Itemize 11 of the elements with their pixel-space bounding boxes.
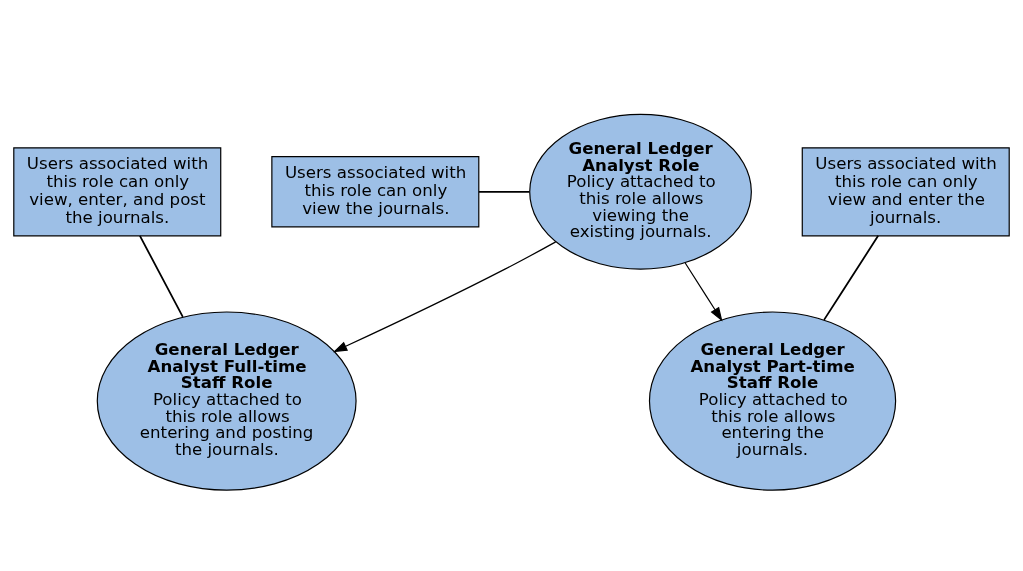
node-box: Users associated with this role can only view and enter the journals.: [801, 146, 1010, 236]
connector: [478, 190, 531, 193]
node-ellipse: General Ledger Analyst Full-time Staff Role Policy attached to this role allows entering and posting the journals.: [96, 310, 357, 491]
arrow: [684, 261, 723, 321]
node-ellipse: General Ledger Analyst Part-time Staff Role Policy attached to this role allows entering the journals.: [648, 310, 897, 491]
node-box: Users associated with this role can only view the journals.: [271, 155, 480, 227]
connector: [823, 234, 880, 321]
node-ellipse: General Ledger Analyst Role Policy attached to this role allows viewing the existing journals.: [529, 113, 752, 270]
arrow: [332, 240, 557, 352]
node-box: Users associated with this role can only view, enter, and post the journals.: [13, 146, 222, 236]
connector: [139, 234, 184, 318]
